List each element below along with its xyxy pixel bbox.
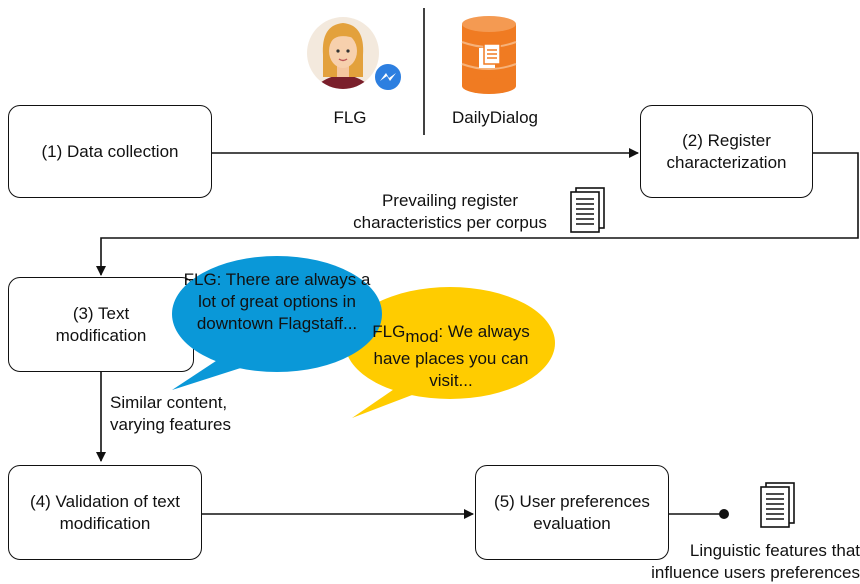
step-3-label: (3) Text modification xyxy=(55,303,147,345)
step-text-modification: (3) Text modification xyxy=(8,277,194,372)
final-output-label: Linguistic features that influence users… xyxy=(651,541,860,582)
step-data-collection: (1) Data collection xyxy=(8,105,212,198)
document-icon xyxy=(570,187,605,233)
arrow-2-to-3 xyxy=(96,152,859,276)
step-user-preferences: (5) User preferences evaluation xyxy=(475,465,669,560)
yellow-bubble-rest: : We always have places you can visit... xyxy=(373,322,530,390)
step-4-label: (4) Validation of text modification xyxy=(30,491,180,533)
flg-source-label: FLG xyxy=(333,108,367,127)
step-1-label: (1) Data collection xyxy=(41,141,179,161)
flg-avatar-icon xyxy=(307,17,403,92)
document-icon xyxy=(760,482,795,528)
step-register-characterization: (2) Register characterization xyxy=(640,105,813,198)
step-validation: (4) Validation of text modification xyxy=(8,465,202,560)
step-2-label: (2) Register characterization xyxy=(666,130,787,172)
dailydialog-database-icon xyxy=(461,16,517,94)
modification-output-label: Similar content, varying features xyxy=(110,393,231,434)
output-dot xyxy=(719,509,729,519)
dailydialog-source-label: DailyDialog xyxy=(452,108,538,127)
register-output-label: Prevailing register characteristics per … xyxy=(353,191,547,232)
yellow-bubble-text: FLGmod: We always have places you can vi… xyxy=(362,321,540,392)
blue-bubble-text: FLG: There are always a lot of great opt… xyxy=(183,270,371,333)
yellow-bubble-subscript: mod xyxy=(405,327,439,346)
yellow-bubble-prefix: FLG xyxy=(372,322,406,341)
step-5-label: (5) User preferences evaluation xyxy=(494,491,650,533)
